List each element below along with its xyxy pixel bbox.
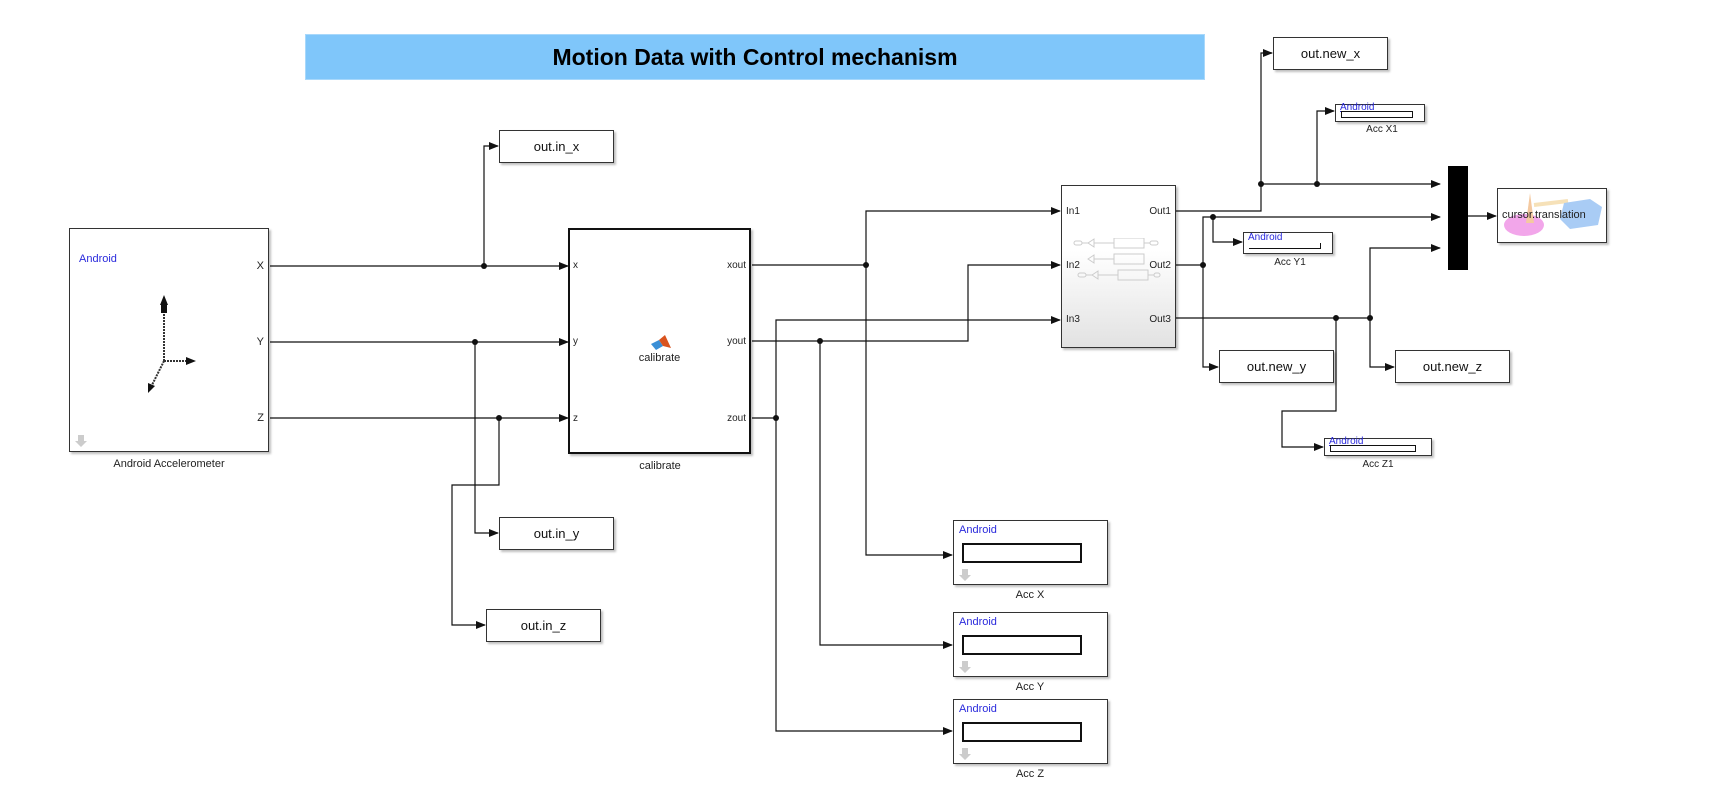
diagram-title: Motion Data with Control mechanism bbox=[305, 34, 1205, 80]
port-in-y: y bbox=[573, 336, 578, 347]
down-arrow-icon bbox=[959, 748, 971, 760]
to-workspace-new-y[interactable]: out.new_y bbox=[1219, 350, 1334, 383]
port-out-zout: zout bbox=[727, 413, 746, 424]
port-in1: In1 bbox=[1066, 206, 1080, 217]
acc-z-caption: Acc Z bbox=[1015, 768, 1045, 780]
vr-sink-label: cursor.translation bbox=[1502, 209, 1586, 221]
display-acc-z1[interactable]: Android bbox=[1324, 436, 1432, 456]
android-badge: Android bbox=[959, 616, 997, 628]
wire-zout-to-accz bbox=[775, 418, 953, 735]
android-accelerometer-block[interactable]: Android X Y Z bbox=[69, 228, 269, 452]
port-out-yout: yout bbox=[727, 336, 746, 347]
port-out-y: Y bbox=[256, 336, 264, 348]
wire-out1-to-accx1 bbox=[1316, 107, 1335, 184]
matlab-function-icon bbox=[651, 335, 671, 350]
down-arrow-icon bbox=[75, 435, 87, 447]
calibrate-block[interactable]: x y z xout yout zout calibrate bbox=[568, 228, 751, 454]
display-acc-y1[interactable]: Android bbox=[1243, 232, 1333, 254]
wire-zout bbox=[752, 316, 1061, 419]
port-out3: Out3 bbox=[1149, 314, 1171, 325]
android-badge: Android bbox=[959, 703, 997, 715]
display-value-box bbox=[962, 635, 1082, 655]
display-value-box bbox=[962, 722, 1082, 742]
display-value-box bbox=[962, 543, 1082, 563]
display-acc-z[interactable]: Android bbox=[953, 699, 1108, 764]
wire-out2-to-newy bbox=[1202, 265, 1219, 371]
wire-out2-to-accy1 bbox=[1212, 217, 1243, 246]
android-badge: Android bbox=[959, 524, 997, 536]
port-out-z: Z bbox=[257, 412, 264, 424]
display-value-box bbox=[1249, 243, 1321, 249]
display-acc-x1[interactable]: Android bbox=[1335, 102, 1425, 122]
wire-y-to-in-y bbox=[474, 342, 499, 537]
acc-x1-caption: Acc X1 bbox=[1366, 124, 1398, 135]
to-workspace-in-y[interactable]: out.in_y bbox=[499, 517, 614, 550]
acc-y-caption: Acc Y bbox=[1015, 681, 1045, 693]
subsystem-icon bbox=[1073, 238, 1161, 281]
port-out-x: X bbox=[256, 260, 264, 272]
port-in2: In2 bbox=[1066, 260, 1080, 271]
to-workspace-new-x[interactable]: out.new_x bbox=[1273, 37, 1388, 70]
wire-z-to-in-z bbox=[451, 418, 500, 629]
acc-x-caption: Acc X bbox=[1015, 589, 1045, 601]
acc-z1-caption: Acc Z1 bbox=[1362, 459, 1394, 470]
display-value-box bbox=[1341, 111, 1413, 118]
acc-y1-caption: Acc Y1 bbox=[1274, 257, 1306, 268]
mux-block[interactable] bbox=[1448, 166, 1468, 270]
to-workspace-in-x[interactable]: out.in_x bbox=[499, 130, 614, 163]
calibrate-caption: calibrate bbox=[639, 460, 681, 472]
to-workspace-new-z[interactable]: out.new_z bbox=[1395, 350, 1510, 383]
display-acc-x[interactable]: Android bbox=[953, 520, 1108, 585]
down-arrow-icon bbox=[959, 569, 971, 581]
android-badge: Android bbox=[79, 253, 117, 265]
display-value-box bbox=[1330, 445, 1416, 452]
accelerometer-caption: Android Accelerometer bbox=[113, 458, 225, 470]
wire-out3 bbox=[1176, 244, 1441, 319]
port-in3: In3 bbox=[1066, 314, 1080, 325]
wire-yout bbox=[752, 261, 1061, 342]
port-in-z: z bbox=[573, 413, 578, 424]
port-out-xout: xout bbox=[727, 260, 746, 271]
port-out1: Out1 bbox=[1149, 206, 1171, 217]
wire-out2 bbox=[1176, 213, 1441, 266]
wire-x-to-in-x bbox=[483, 142, 499, 266]
wire-out1 bbox=[1176, 180, 1441, 212]
wire-out3-to-accz1 bbox=[1281, 318, 1337, 451]
calibrate-center-label: calibrate bbox=[638, 352, 681, 364]
wire-yout-to-accy bbox=[819, 341, 953, 649]
xyz-axes-icon bbox=[148, 295, 196, 393]
wire-xout-to-accx bbox=[865, 265, 953, 559]
port-in-x: x bbox=[573, 260, 578, 271]
to-workspace-in-z[interactable]: out.in_z bbox=[486, 609, 601, 642]
port-out2: Out2 bbox=[1149, 260, 1171, 271]
display-acc-y[interactable]: Android bbox=[953, 612, 1108, 677]
android-badge: Android bbox=[1329, 436, 1364, 447]
android-badge: Android bbox=[1340, 102, 1375, 113]
down-arrow-icon bbox=[959, 661, 971, 673]
wire-out1-to-newx bbox=[1260, 49, 1273, 184]
vr-sink-block[interactable]: cursor.translation bbox=[1497, 188, 1607, 243]
android-badge: Android bbox=[1248, 232, 1283, 243]
vr-scene-icon bbox=[1504, 193, 1602, 236]
subsystem-block[interactable]: In1 In2 In3 Out1 Out2 Out3 bbox=[1061, 185, 1176, 348]
wire-out3-to-newz bbox=[1369, 318, 1395, 371]
wire-xout bbox=[752, 207, 1061, 266]
